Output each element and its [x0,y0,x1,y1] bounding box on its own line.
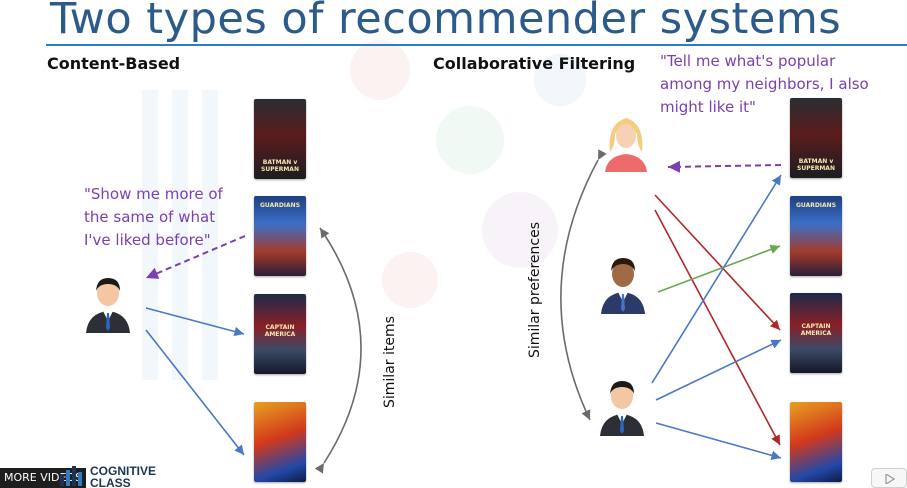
content-based-quote: "Show me more of the same of what I've l… [84,183,223,252]
rating-arrow [655,422,782,461]
poster-caption: GUARDIANS [259,202,301,209]
poster-caption: CAPTAIN AMERICA [264,324,296,338]
blonde-woman-icon [605,118,647,172]
similar-items-label: Similar items [382,316,398,408]
poster-caption: BATMAN v SUPERMAN [261,159,299,173]
space-team-movie-poster-icon: GUARDIANS [790,196,842,276]
logo-line: CLASS [90,476,131,488]
quote-line: "Tell me what's popular [660,52,836,70]
brown-skin-man-icon [601,258,645,314]
similar-items-arc [314,227,362,474]
businessman-icon [600,381,644,436]
quote-line: I've liked before" [84,231,211,249]
similar-preferences-label: Similar preferences [527,221,543,358]
spider-hero-movie-poster-icon [254,402,306,482]
shield-hero-movie-poster-icon: CAPTAIN AMERICA [254,294,306,374]
slide-title: Two types of recommender systems [50,0,842,44]
space-team-movie-poster-icon: GUARDIANS [254,196,306,276]
spider-hero-movie-poster-icon [790,402,842,482]
content-based-label: Content-Based [47,54,181,73]
play-icon [885,474,895,484]
liked-arrow [145,307,245,337]
businessman-icon [86,278,130,333]
cognitive-class-logo[interactable]: COGNITIVE CLASS [90,465,156,488]
title-underline [46,44,907,46]
similar-preferences-arc [560,149,607,421]
collaborative-filtering-label: Collaborative Filtering [433,54,636,73]
rating-arrow [655,339,782,401]
rating-arrow [654,194,781,331]
rating-arrow [651,174,782,384]
superhero-movie-poster-icon: BATMAN v SUPERMAN [254,99,306,179]
cognitive-class-logo-icon [60,466,82,486]
quote-line: among my neighbors, I also [660,75,869,93]
poster-caption: CAPTAIN AMERICA [800,323,832,337]
dashed-recommendation-arrow [145,235,246,279]
play-button[interactable] [871,468,907,488]
logo-line: COGNITIVE [90,464,157,478]
quote-line: the same of what [84,208,216,226]
dashed-recommendation-arrow [667,160,782,173]
superhero-movie-poster-icon: BATMAN v SUPERMAN [790,98,842,178]
liked-arrow [145,329,245,456]
poster-caption: BATMAN v SUPERMAN [797,158,835,172]
shield-hero-movie-poster-icon: CAPTAIN AMERICA [790,293,842,373]
rating-arrow [654,209,781,446]
collaborative-quote: "Tell me what's popular among my neighbo… [660,50,869,119]
quote-line: "Show me more of [84,185,223,203]
poster-caption: GUARDIANS [795,202,837,209]
rating-arrow [657,244,781,293]
quote-line: might like it" [660,98,756,116]
